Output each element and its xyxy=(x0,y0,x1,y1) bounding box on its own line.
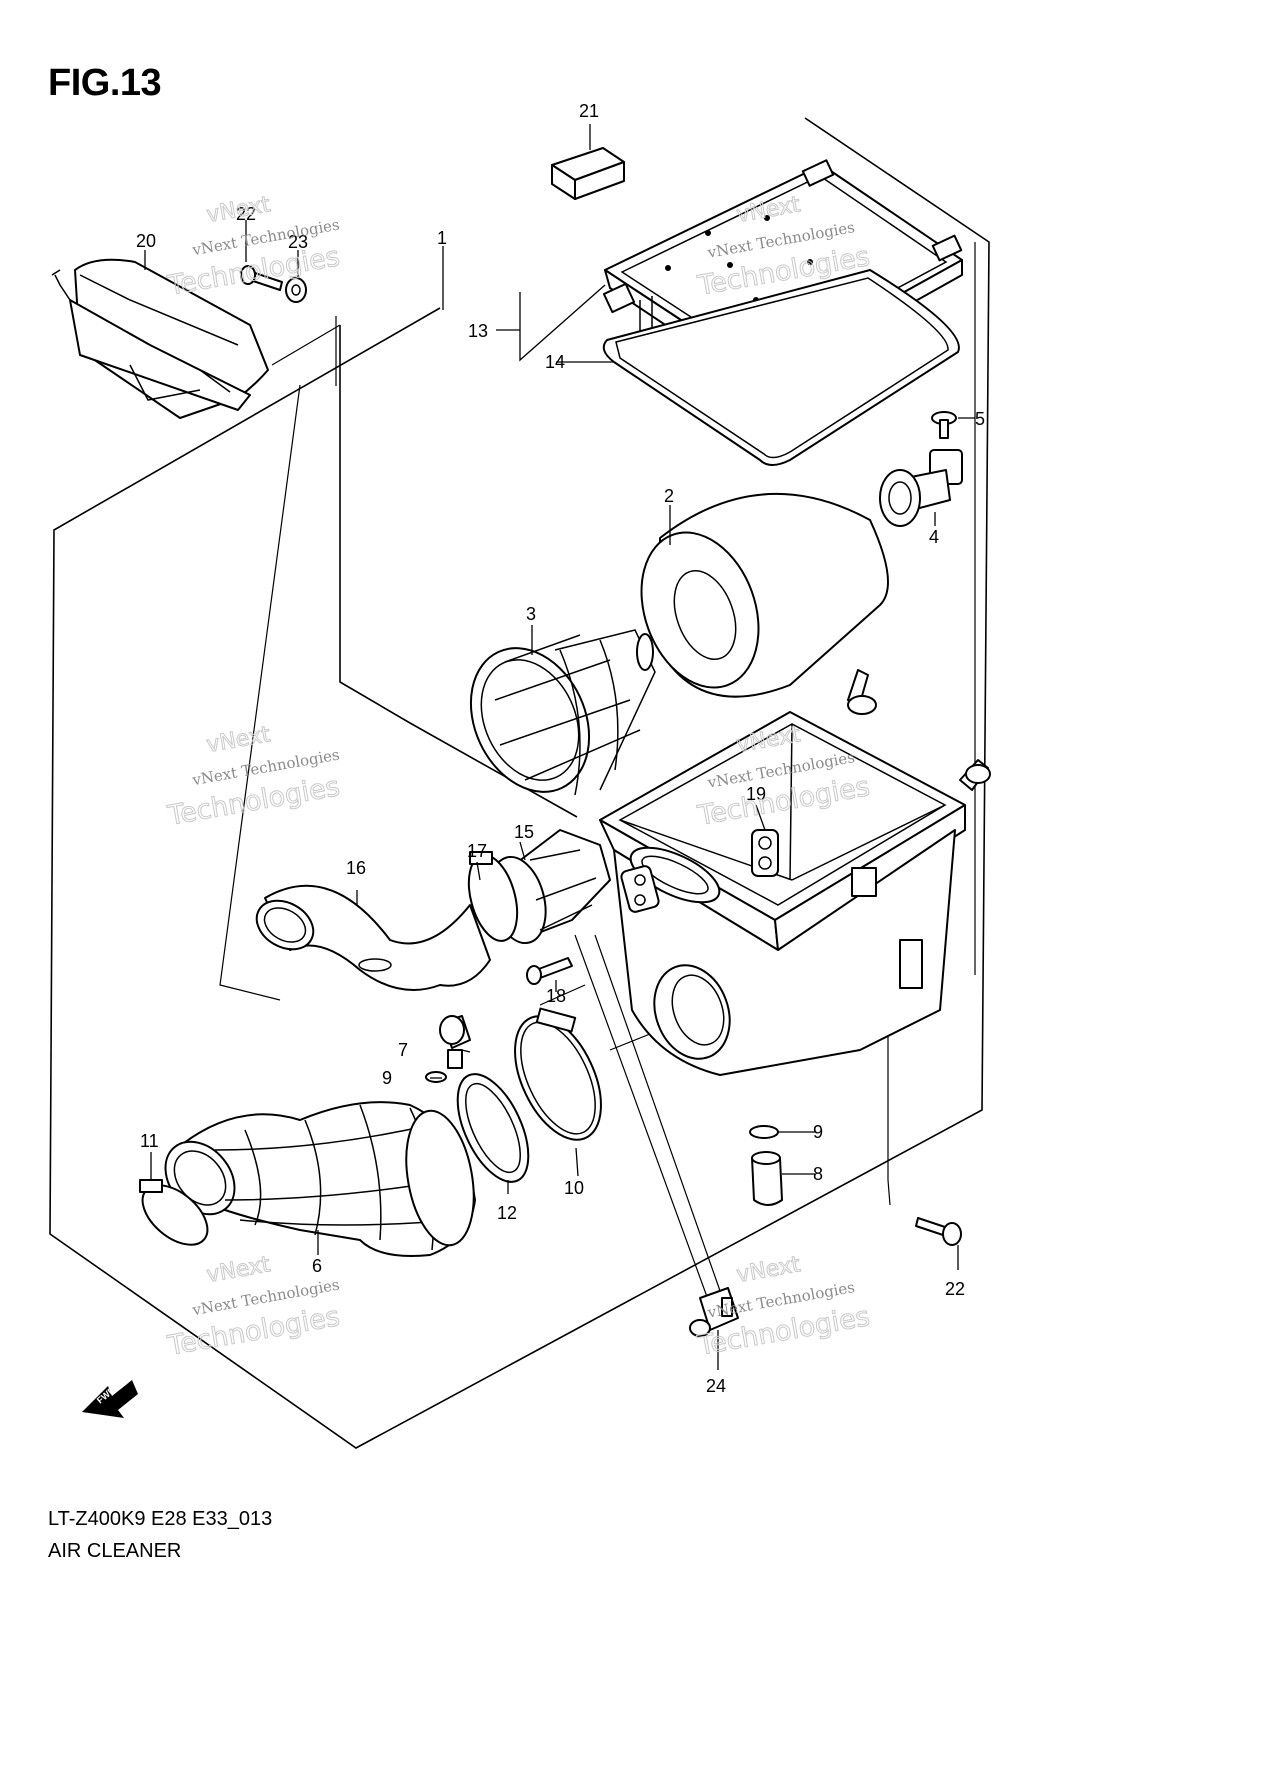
callout-9-right: 9 xyxy=(813,1122,823,1142)
part-23-washer xyxy=(285,277,307,303)
fwd-arrow: FWD xyxy=(82,1380,138,1418)
callout-6: 6 xyxy=(312,1256,322,1276)
callout-24: 24 xyxy=(706,1376,726,1396)
callout-4: 4 xyxy=(929,527,939,547)
leader-lines xyxy=(144,124,975,1370)
callout-7: 7 xyxy=(398,1040,408,1060)
part-24-drain xyxy=(689,1287,739,1337)
callout-2: 2 xyxy=(664,486,674,506)
figure-title: FIG.13 xyxy=(48,62,162,104)
callout-14: 14 xyxy=(545,352,565,372)
watermark-vnext: vNext xyxy=(205,1252,273,1288)
watermark-technologies: Technologies xyxy=(165,771,342,832)
assembly-boundary xyxy=(49,117,990,1449)
watermark-technologies: Technologies xyxy=(165,241,342,302)
callout-18: 18 xyxy=(546,986,566,1006)
watermark-technologies: Technologies xyxy=(165,1301,342,1362)
callout-19: 19 xyxy=(746,784,766,804)
callout-13: 13 xyxy=(468,321,488,341)
callout-20: 20 xyxy=(136,231,156,251)
callout-22-upper: 22 xyxy=(236,204,256,224)
section-name: AIR CLEANER xyxy=(48,1540,182,1562)
part-18-bolt xyxy=(526,957,573,985)
part-22-screw-upper xyxy=(240,265,283,291)
part-3-cage xyxy=(469,629,656,796)
part-6-outer-duct xyxy=(164,1101,476,1257)
part-20-intake-cover xyxy=(51,258,269,419)
part-12-screen xyxy=(456,1073,530,1183)
callout-1: 1 xyxy=(437,228,447,248)
part-7-fitting xyxy=(439,1015,471,1069)
part-5-screw xyxy=(931,411,957,439)
callout-10: 10 xyxy=(564,1178,584,1198)
callout-16: 16 xyxy=(346,858,366,878)
part-2-filter-element xyxy=(640,492,889,698)
callout-5: 5 xyxy=(975,409,985,429)
part-17-clamp xyxy=(467,851,519,942)
part-14-gasket xyxy=(602,269,960,466)
callout-21: 21 xyxy=(579,101,599,121)
callout-8: 8 xyxy=(813,1164,823,1184)
part-19-plate xyxy=(751,829,779,877)
watermark-mid-left: vNext vNext Technologies Technologies xyxy=(164,722,342,833)
part-9-oring-b xyxy=(749,1125,779,1139)
callout-15: 15 xyxy=(514,822,534,842)
air-box-case xyxy=(599,669,991,1076)
part-21-pad xyxy=(551,147,625,200)
part-16-intake-duct xyxy=(255,884,491,991)
callout-17: 17 xyxy=(467,841,487,861)
callout-9-left: 9 xyxy=(382,1068,392,1088)
part-8-plug xyxy=(751,1151,783,1206)
callout-22-lower: 22 xyxy=(945,1279,965,1299)
callout-11: 11 xyxy=(140,1131,159,1151)
callout-3: 3 xyxy=(526,604,536,624)
watermark-vnext: vNext xyxy=(205,722,273,758)
callout-23: 23 xyxy=(288,232,308,252)
watermark-vnext: vNext xyxy=(735,1252,803,1288)
watermark-top-left: vNext vNext Technologies Technologies xyxy=(164,192,342,303)
callouts: 21 22 20 23 1 13 14 5 2 4 3 19 16 17 15 … xyxy=(136,101,985,1396)
model-code: LT-Z400K9 E28 E33_013 xyxy=(48,1508,273,1530)
callout-12: 12 xyxy=(497,1203,517,1223)
watermark-bottom-right: vNext vNext Technologies Technologies xyxy=(694,1252,872,1363)
part-4-fitting xyxy=(879,449,963,527)
part-22-bolt-lower xyxy=(915,1217,962,1246)
part-10-clamp xyxy=(514,1007,602,1141)
watermark-vnext: vNext xyxy=(205,192,273,228)
part-9-oring-a xyxy=(425,1071,447,1083)
